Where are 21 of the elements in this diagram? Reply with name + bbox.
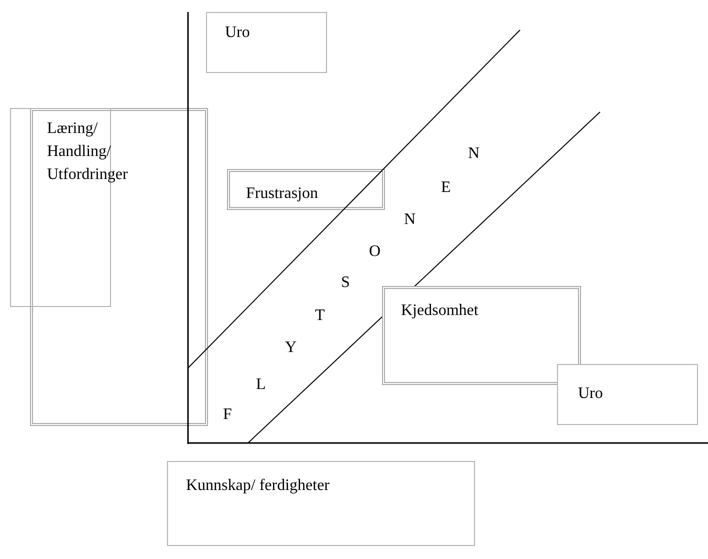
letter: O <box>369 244 381 260</box>
letter: F <box>223 407 232 423</box>
box-label: Frustrasjon <box>246 184 319 204</box>
letter: Y <box>285 340 297 356</box>
box-label: Kunnskap/ ferdigheter <box>186 476 331 496</box>
box-label: Uro <box>578 384 604 404</box>
text-box <box>557 364 698 425</box>
letter: E <box>441 180 451 196</box>
letter: N <box>404 212 416 228</box>
letter: N <box>468 146 480 162</box>
text-box <box>206 12 327 73</box>
text-box <box>382 286 581 385</box>
letter: L <box>256 377 266 393</box>
box-label: Læring/ Handling/ Utfordringer <box>47 119 129 185</box>
empty-box <box>30 108 208 426</box>
box-label: Uro <box>225 23 251 43</box>
letter: T <box>315 308 325 324</box>
text-box <box>227 169 385 210</box>
letter: S <box>341 275 350 291</box>
text-box <box>167 461 475 546</box>
box-label: Kjedsomhet <box>401 301 480 321</box>
